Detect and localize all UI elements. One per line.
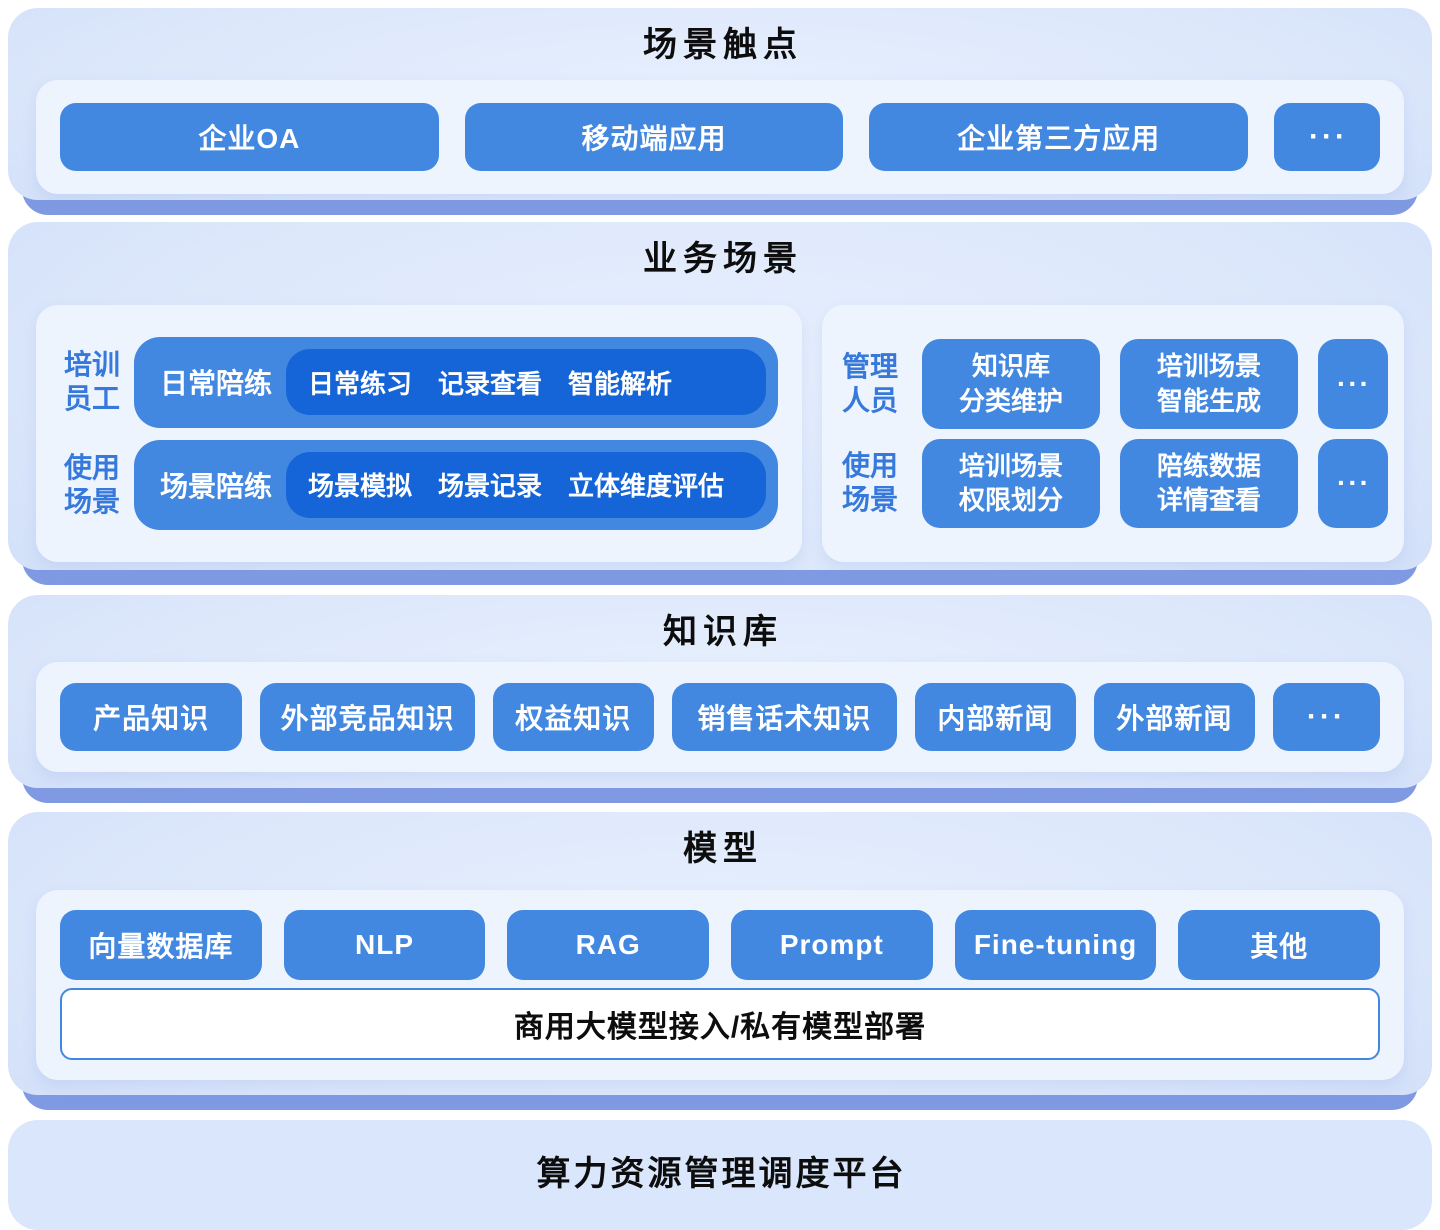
usage-label-left-line1: 使用 [63,451,120,483]
touchpoints-panel: 企业OA 移动端应用 企业第三方应用 ··· [36,80,1404,194]
usage-label-left: 使用 场景 [60,451,124,519]
layer-business-body: 业务场景 培训 员工 日常陪练 日常练习 记录查看 智能 [8,222,1432,570]
business-panels: 培训 员工 日常陪练 日常练习 记录查看 智能解析 [36,305,1404,562]
layer-knowledge-body: 知识库 产品知识 外部竞品知识 权益知识 销售话术知识 内部新闻 外部新闻 ··… [8,595,1432,788]
model-access-banner: 商用大模型接入/私有模型部署 [60,988,1380,1060]
kb-category-line2: 分类维护 [958,385,1063,416]
layer-model-body: 模型 向量数据库 NLP RAG Prompt Fine-tuning 其他 商… [8,812,1432,1095]
daily-practice-track[interactable]: 日常陪练 日常练习 记录查看 智能解析 [134,337,778,428]
product-knowledge-button[interactable]: 产品知识 [60,683,243,751]
practice-data-line1: 陪练数据 [1156,450,1261,481]
scenario-auto-generate-button[interactable]: 培训场景 智能生成 [1120,339,1298,429]
smart-analysis-item[interactable]: 智能解析 [568,368,673,399]
scenario-practice-track[interactable]: 场景陪练 场景模拟 场景记录 立体维度评估 [134,439,778,530]
multi-dimension-eval-item[interactable]: 立体维度评估 [568,471,725,502]
daily-practice-row: 培训 员工 日常陪练 日常练习 记录查看 智能解析 [60,337,778,428]
scenario-permission-line2: 权限划分 [958,485,1063,516]
layer-compute-platform: 算力资源管理调度平台 [8,1120,1432,1230]
scenario-auto-line1: 培训场景 [1156,351,1261,382]
touchpoint-button-mobile-app[interactable]: 移动端应用 [464,103,844,171]
scenario-record-item[interactable]: 场景记录 [438,471,543,502]
manager-row-more-button[interactable]: ··· [1318,339,1388,429]
business-title: 业务场景 [643,240,803,278]
daily-practice-item[interactable]: 日常练习 [308,368,413,399]
rag-button[interactable]: RAG [507,910,710,980]
nlp-button[interactable]: NLP [283,910,486,980]
knowledge-more-button[interactable]: ··· [1272,683,1381,751]
kb-category-maintain-button[interactable]: 知识库 分类维护 [922,339,1100,429]
manager-label: 管理 人员 [838,350,902,418]
scenario-practice-row: 使用 场景 场景陪练 场景模拟 场景记录 立体维度评估 [60,439,778,530]
other-model-button[interactable]: 其他 [1178,910,1381,980]
model-panel: 向量数据库 NLP RAG Prompt Fine-tuning 其他 商用大模… [36,890,1404,1080]
layer-knowledge-base: 知识库 产品知识 外部竞品知识 权益知识 销售话术知识 内部新闻 外部新闻 ··… [8,595,1432,803]
model-title: 模型 [683,830,763,868]
touchpoints-more-button[interactable]: ··· [1274,103,1381,171]
usage-label-right: 使用 场景 [838,449,902,517]
manager-label-line2: 人员 [841,384,898,416]
practice-data-detail-button[interactable]: 陪练数据 详情查看 [1120,438,1298,528]
compute-platform-title: 算力资源管理调度平台 [536,1155,907,1193]
usage-label-left-line2: 场景 [63,485,120,517]
scenario-permission-line1: 培训场景 [958,450,1063,481]
manager-row: 管理 人员 知识库 分类维护 培训场景 智能生成 ··· [838,339,1388,429]
kb-category-line1: 知识库 [971,351,1050,382]
scenario-practice-items: 场景模拟 场景记录 立体维度评估 [286,451,766,518]
trainee-label-line1: 培训 [63,349,120,381]
record-view-item[interactable]: 记录查看 [438,368,543,399]
usage-label-right-line1: 使用 [841,450,898,482]
external-news-button[interactable]: 外部新闻 [1093,683,1255,751]
trainee-label: 培训 员工 [60,348,124,416]
internal-news-button[interactable]: 内部新闻 [914,683,1076,751]
layer-touchpoints: 场景触点 企业OA 移动端应用 企业第三方应用 ··· [8,8,1432,215]
manager-scenarios-panel: 管理 人员 知识库 分类维护 培训场景 智能生成 ··· [822,305,1404,562]
competitor-knowledge-button[interactable]: 外部竞品知识 [260,683,475,751]
scenario-simulation-item[interactable]: 场景模拟 [308,471,413,502]
manager-usage-row: 使用 场景 培训场景 权限划分 陪练数据 详情查看 ··· [838,438,1388,528]
practice-data-line2: 详情查看 [1156,485,1261,516]
trainee-label-line2: 员工 [63,383,120,415]
scenario-permission-button[interactable]: 培训场景 权限划分 [922,438,1100,528]
layer-touchpoints-body: 场景触点 企业OA 移动端应用 企业第三方应用 ··· [8,8,1432,200]
vector-db-button[interactable]: 向量数据库 [60,910,262,980]
knowledge-title: 知识库 [663,613,783,651]
layer-model: 模型 向量数据库 NLP RAG Prompt Fine-tuning 其他 商… [8,812,1432,1110]
manager-label-line1: 管理 [841,350,898,382]
prompt-button[interactable]: Prompt [731,910,933,980]
sales-script-knowledge-button[interactable]: 销售话术知识 [671,683,897,751]
trainee-scenarios-panel: 培训 员工 日常陪练 日常练习 记录查看 智能解析 [36,305,802,562]
layer-business-scenarios: 业务场景 培训 员工 日常陪练 日常练习 记录查看 智能 [8,222,1432,585]
daily-practice-items: 日常练习 记录查看 智能解析 [286,349,766,416]
daily-practice-tag: 日常陪练 [160,368,273,400]
manager-usage-more-button[interactable]: ··· [1318,438,1388,528]
fine-tuning-button[interactable]: Fine-tuning [954,910,1157,980]
usage-label-right-line2: 场景 [841,484,898,516]
model-buttons-row: 向量数据库 NLP RAG Prompt Fine-tuning 其他 [60,910,1381,980]
touchpoint-button-enterprise-oa[interactable]: 企业OA [60,103,439,171]
scenario-auto-line2: 智能生成 [1156,385,1261,416]
touchpoint-button-third-party-app[interactable]: 企业第三方应用 [869,103,1249,171]
touchpoints-title: 场景触点 [643,26,803,64]
benefits-knowledge-button[interactable]: 权益知识 [492,683,654,751]
knowledge-panel: 产品知识 外部竞品知识 权益知识 销售话术知识 内部新闻 外部新闻 ··· [36,662,1404,772]
scenario-practice-tag: 场景陪练 [160,470,273,502]
